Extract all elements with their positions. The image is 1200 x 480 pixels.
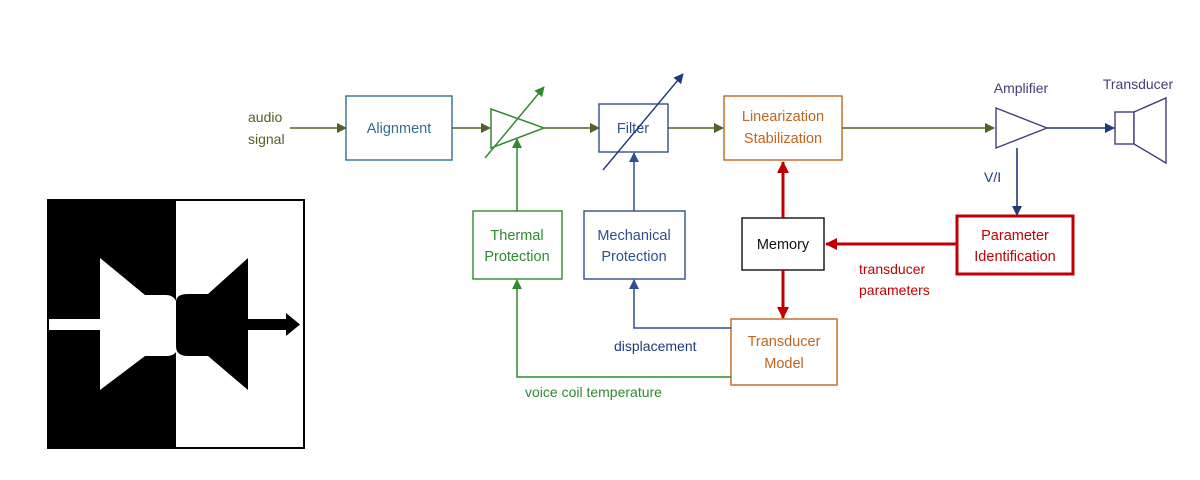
thermal-protection-block bbox=[472, 210, 563, 280]
model-line1: Transducer bbox=[748, 334, 821, 350]
mechanical-line1: Mechanical bbox=[597, 228, 670, 244]
transducer-speaker-icon bbox=[1114, 96, 1167, 165]
mechanical-protection-block bbox=[583, 210, 686, 280]
variable-gain-icon bbox=[484, 86, 547, 159]
vi-label: V/I bbox=[984, 169, 1001, 185]
linearization-label: Linearization bbox=[742, 109, 824, 125]
identification-label: Identification bbox=[974, 249, 1055, 265]
amplifier-icon bbox=[995, 106, 1049, 150]
memory-label: Memory bbox=[757, 237, 810, 253]
thermal-line1: Thermal bbox=[490, 228, 543, 244]
alignment-block bbox=[345, 95, 453, 161]
filter-variable-arrow bbox=[602, 73, 684, 171]
arrow-displacement-feedback bbox=[629, 279, 731, 329]
parameter-identification-block bbox=[955, 214, 1075, 276]
arrow-voice-coil-feedback bbox=[512, 279, 731, 378]
audio-label: audio bbox=[248, 109, 282, 125]
linearization-block bbox=[723, 95, 843, 161]
model-line2: Model bbox=[764, 356, 804, 372]
mechanical-line2: Protection bbox=[601, 249, 666, 265]
speaker-logo-icon bbox=[47, 199, 305, 449]
signal-label: signal bbox=[248, 131, 285, 147]
parameter-label: Parameter bbox=[981, 228, 1049, 244]
thermal-line2: Protection bbox=[484, 249, 549, 265]
transducer-label: Transducer bbox=[1103, 76, 1174, 92]
amplifier-label: Amplifier bbox=[994, 80, 1049, 96]
transducer-model-block bbox=[730, 318, 838, 386]
stabilization-label: Stabilization bbox=[744, 131, 822, 147]
voice-coil-label: voice coil temperature bbox=[525, 384, 662, 400]
alignment-label: Alignment bbox=[367, 121, 431, 137]
displacement-label: displacement bbox=[614, 338, 697, 354]
transducer-params-line2: parameters bbox=[859, 282, 930, 298]
transducer-params-line1: transducer bbox=[859, 261, 925, 277]
